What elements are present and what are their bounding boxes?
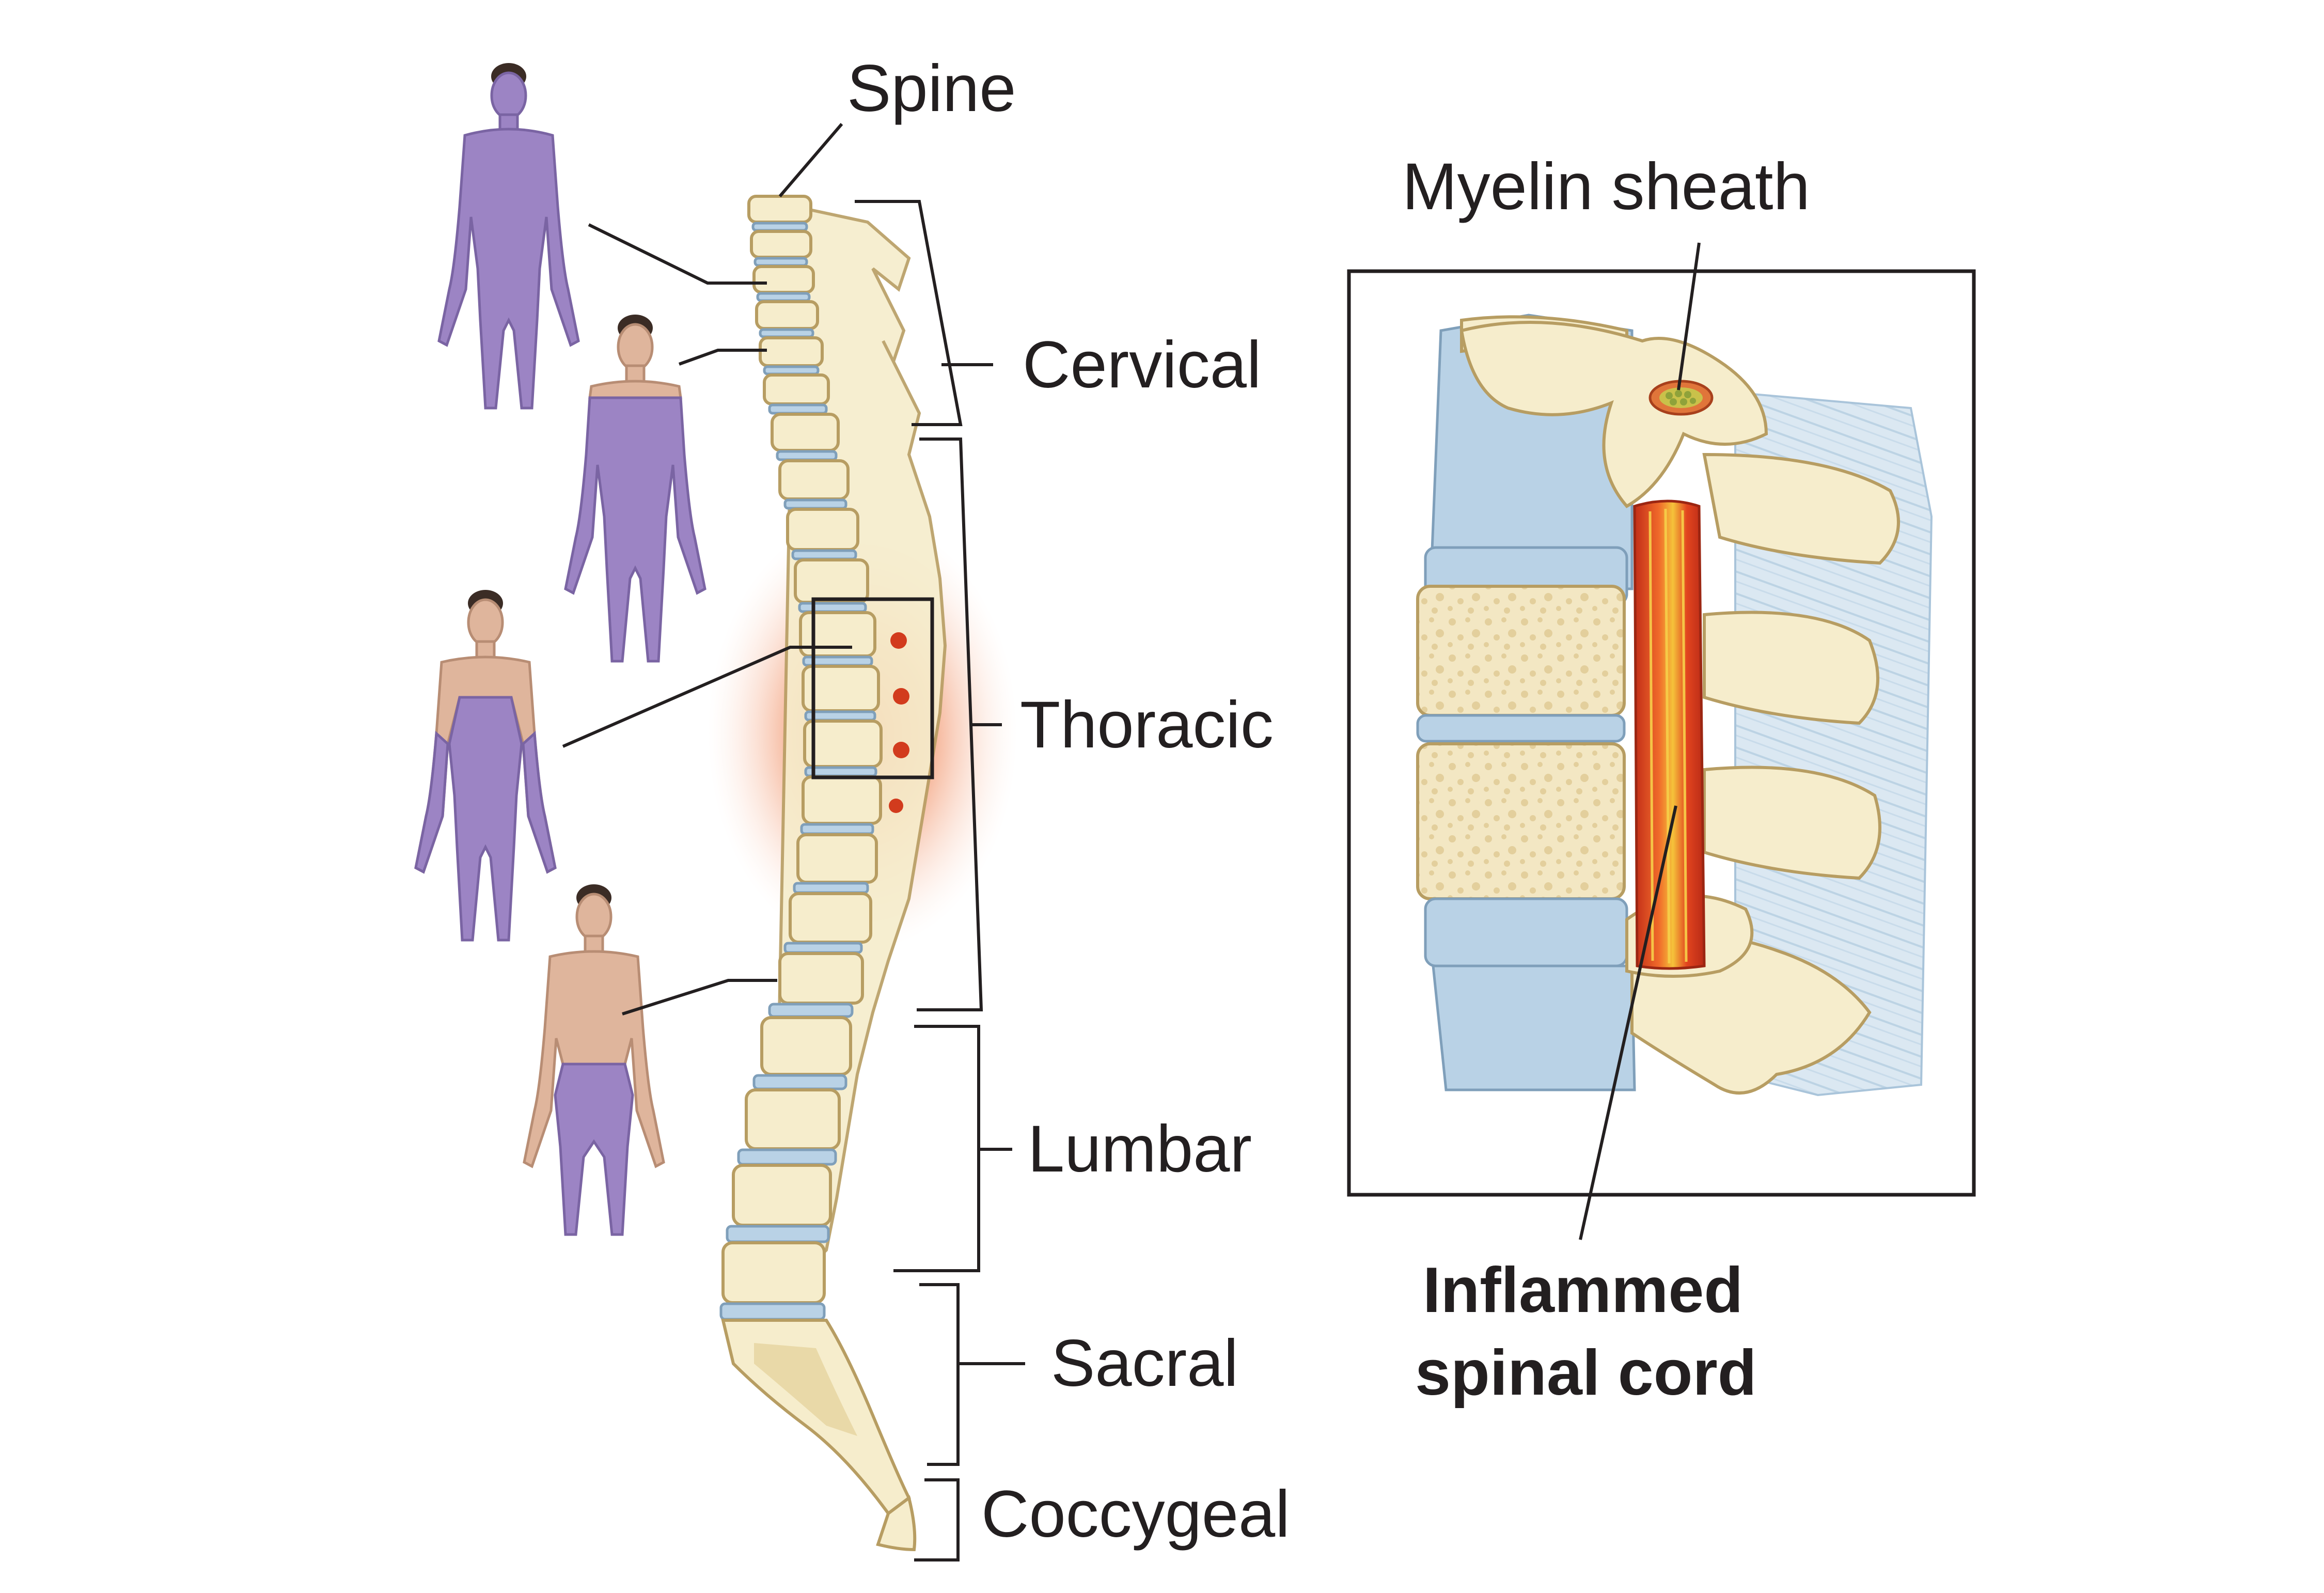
label-thoracic: Thoracic [1020, 688, 1274, 762]
coccyx [876, 1495, 917, 1552]
label-lumbar: Lumbar [1028, 1112, 1252, 1186]
leader-inflamed-cord [1579, 805, 1677, 1240]
bracket-coccygeal [914, 1478, 960, 1561]
lumbar-vertebrae [719, 1003, 854, 1321]
bracket-cervical [855, 200, 993, 426]
figure-cervical-level [437, 63, 580, 410]
bracket-lumbar [893, 1025, 1012, 1272]
label-cervical: Cervical [1023, 328, 1261, 402]
figure-mid-thoracic-level [414, 590, 557, 942]
bracket-sacral [919, 1283, 1025, 1466]
vertebral-column [719, 195, 947, 1552]
cervical-vertebrae [747, 195, 830, 405]
label-inflamed-line1: Inflammed [1423, 1255, 1743, 1326]
label-coccygeal: Coccygeal [981, 1477, 1290, 1551]
figure-upper-thoracic-level [564, 315, 706, 663]
leader-myelin-sheath [1677, 242, 1701, 391]
focus-box [811, 597, 934, 779]
label-myelin-sheath: Myelin sheath [1402, 150, 1810, 224]
label-sacral: Sacral [1051, 1326, 1238, 1400]
figure-lumbar-level [523, 884, 665, 1236]
label-spine: Spine [847, 52, 1016, 126]
leader-figure-2 [678, 349, 767, 366]
bracket-thoracic [917, 438, 1002, 1011]
leader-figure-4 [622, 979, 777, 1016]
leader-spine [778, 123, 843, 197]
leader-figure-1 [588, 223, 767, 285]
detail-panel [1347, 242, 1976, 1240]
leader-figure-3 [562, 646, 852, 748]
label-inflamed-line2: spinal cord [1415, 1337, 1756, 1409]
thoracic-vertebrae [768, 403, 883, 1005]
